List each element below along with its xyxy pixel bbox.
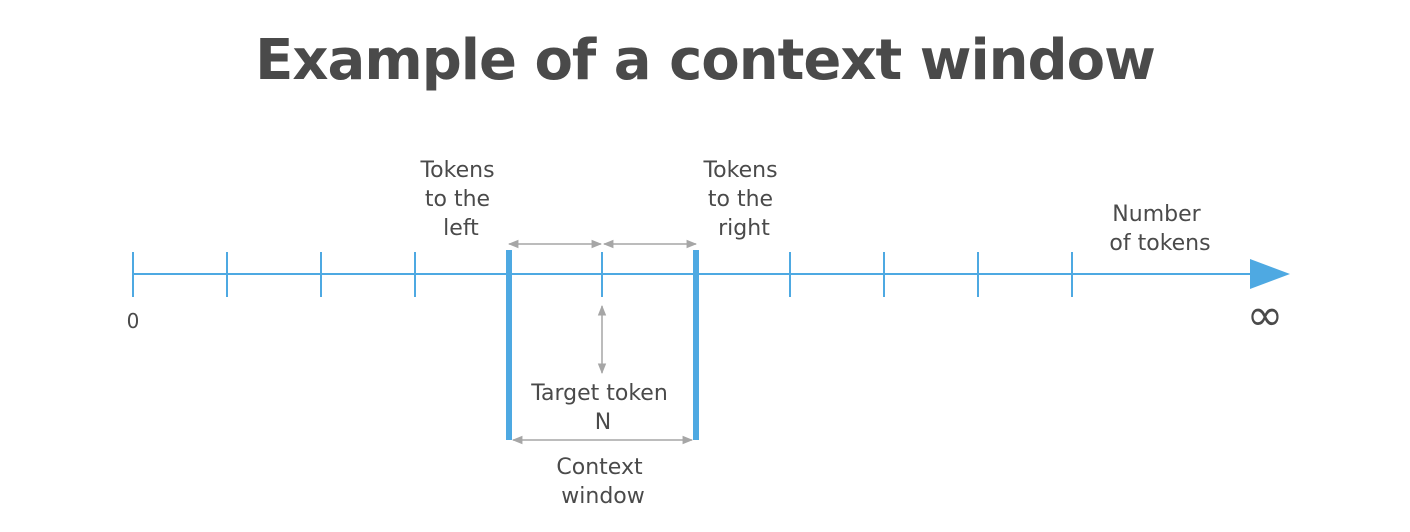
target-token-label: Target token N bbox=[530, 381, 675, 435]
axis-arrow-icon bbox=[1250, 259, 1290, 289]
tick-marks bbox=[132, 252, 1073, 297]
origin-label: 0 bbox=[127, 309, 140, 333]
context-window-label: Context window bbox=[556, 455, 649, 509]
context-window-right-boundary bbox=[693, 250, 699, 440]
tokens-right-label: Tokens to the right bbox=[702, 158, 784, 241]
page-title: Example of a context window bbox=[255, 28, 1156, 93]
number-of-tokens-label: Number of tokens bbox=[1109, 202, 1210, 256]
infinity-icon: ∞ bbox=[1247, 290, 1284, 341]
tokens-left-label: Tokens to the left bbox=[419, 158, 501, 241]
context-window-left-boundary bbox=[506, 250, 512, 440]
